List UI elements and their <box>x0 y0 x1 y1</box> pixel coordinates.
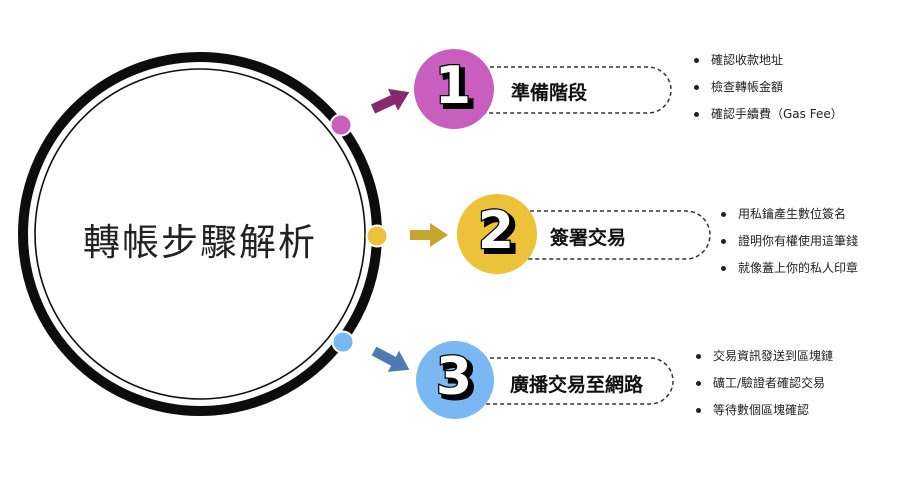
step3-number-circle <box>416 341 494 419</box>
step2-bullet: 證明你有權使用這筆錢 <box>721 228 858 255</box>
step1-bullet: 確認收款地址 <box>694 47 843 74</box>
main-ring-inner <box>34 68 366 400</box>
step2-number: 2 <box>478 201 514 261</box>
step3-arrow-icon <box>371 346 410 372</box>
step2-number-shadow: 2 <box>482 205 518 265</box>
step3-dashed-pill <box>455 357 674 405</box>
step2-label: 簽署交易 <box>550 227 627 249</box>
step1-bullet: 檢查轉帳金額 <box>694 74 843 101</box>
step1-bullet: 確認手續費（Gas Fee） <box>694 101 843 128</box>
step1-bullet-list: 確認收款地址 檢查轉帳金額 確認手續費（Gas Fee） <box>694 47 843 128</box>
step2-bullet: 用私鑰產生數位簽名 <box>721 201 858 228</box>
step1-number: 1 <box>435 56 471 116</box>
step3-number: 3 <box>436 347 472 407</box>
step1-arrow-icon <box>370 88 410 114</box>
step3-number-shadow: 3 <box>440 351 476 411</box>
step2-dashed-pill <box>495 210 711 260</box>
step2-bullet-list: 用私鑰產生數位簽名 證明你有權使用這筆錢 就像蓋上你的私人印章 <box>721 201 858 282</box>
step3-dot <box>331 330 355 354</box>
step3-bullet: 交易資訊發送到區塊鏈 <box>696 343 833 370</box>
step2-number-circle <box>457 194 537 274</box>
step2-dot <box>365 224 389 248</box>
step1-number-circle <box>414 49 494 129</box>
step3-label: 廣播交易至網路 <box>510 374 644 396</box>
step3-bullet: 礦工/驗證者確認交易 <box>696 370 833 397</box>
step2-arrow-icon <box>410 223 448 247</box>
step3-bullet-list: 交易資訊發送到區塊鏈 礦工/驗證者確認交易 等待數個區塊確認 <box>696 343 833 424</box>
step1-number-shadow: 1 <box>439 60 475 120</box>
center-title: 轉帳步驟解析 <box>83 221 317 264</box>
step2-bullet: 就像蓋上你的私人印章 <box>721 255 858 282</box>
step1-label: 準備階段 <box>511 82 588 104</box>
step3-bullet: 等待數個區塊確認 <box>696 397 833 424</box>
step1-dot <box>329 113 353 137</box>
